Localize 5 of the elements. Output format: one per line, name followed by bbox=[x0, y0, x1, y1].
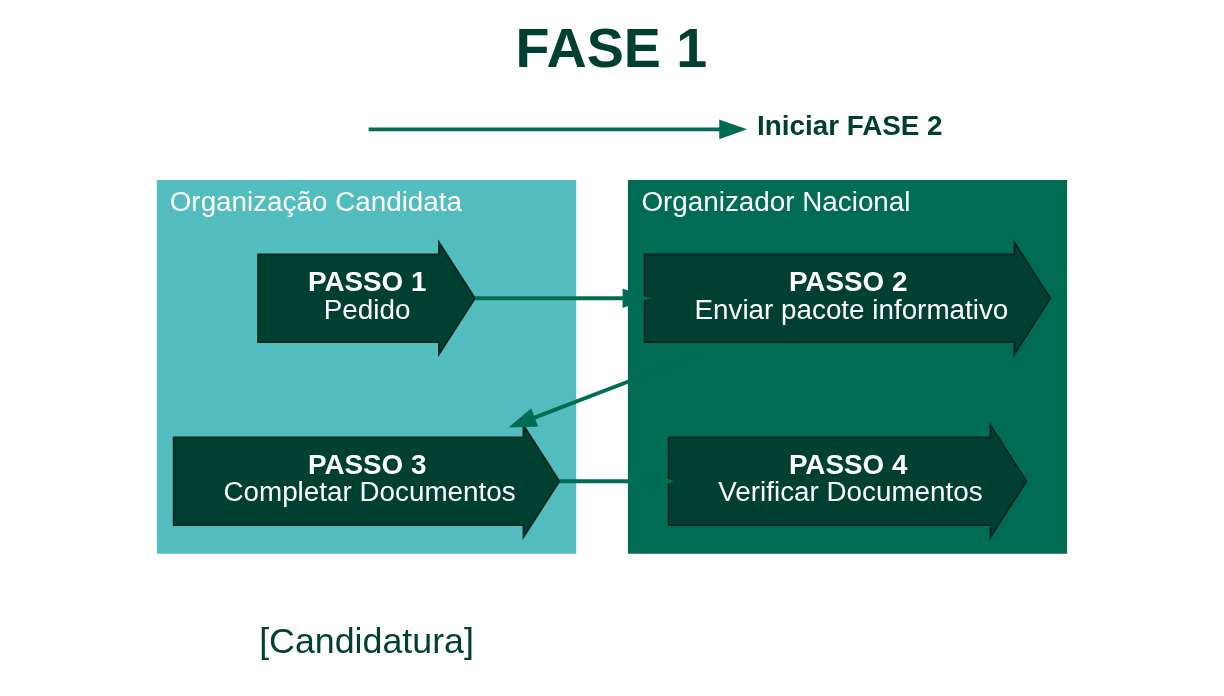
arrow bbox=[368, 119, 748, 140]
label: [Candidatura] bbox=[259, 620, 474, 661]
node-text: Iniciar FASE 2 bbox=[757, 109, 943, 141]
diagram-title: FASE 1 bbox=[515, 16, 708, 79]
arrow bbox=[475, 288, 651, 309]
